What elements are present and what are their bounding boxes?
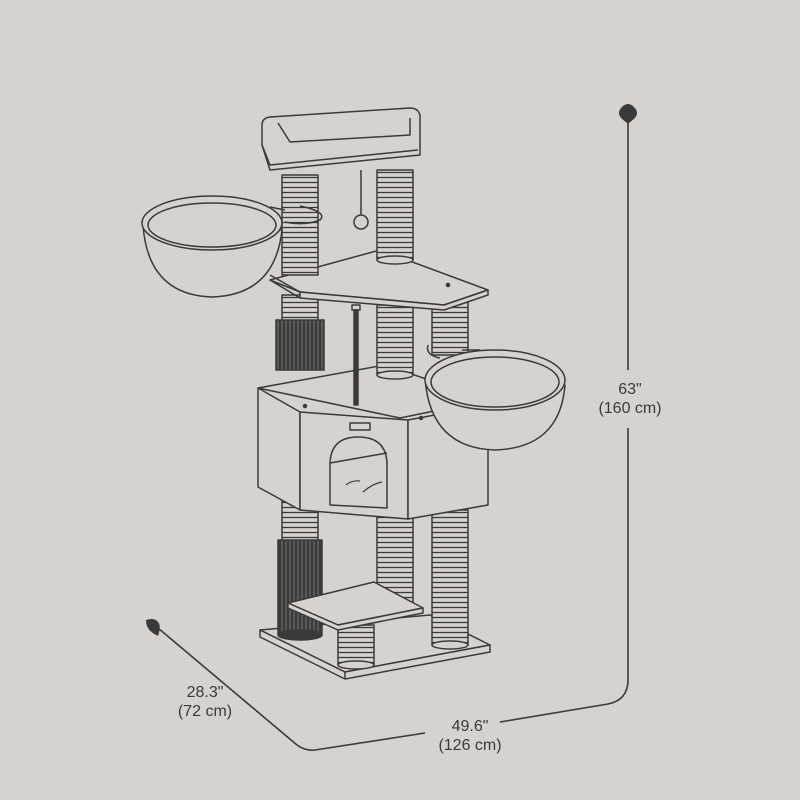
upper-post-right (376, 169, 414, 265)
heart-arrow-icon (619, 104, 637, 124)
heart-arrow-icon (146, 619, 160, 636)
depth-imperial: 28.3" (186, 684, 224, 701)
lower-post-right (431, 509, 469, 650)
condo-doorway (329, 436, 388, 509)
width-dimension-line (296, 732, 426, 751)
width-dimension-label: 49.6" (126 cm) (425, 717, 515, 755)
upper-post-left (281, 174, 319, 276)
step-post (337, 624, 375, 670)
ball-toy (353, 170, 369, 230)
height-dimension-label: 63" (160 cm) (585, 380, 675, 418)
depth-dimension-label: 28.3" (72 cm) (160, 683, 250, 721)
depth-dimension-line (157, 627, 298, 746)
spring-toy (351, 304, 361, 406)
dimension-lines (157, 115, 629, 751)
height-dimension-line (499, 115, 629, 723)
hanging-basket-left (141, 195, 323, 298)
width-metric: (126 cm) (438, 737, 502, 754)
brand-label-icon (349, 422, 371, 431)
middle-post-left (275, 294, 325, 371)
middle-post-center (376, 304, 414, 380)
hanging-basket-right (424, 344, 566, 451)
top-perch (261, 107, 421, 171)
depth-metric: (72 cm) (177, 703, 233, 720)
step-platform (287, 581, 424, 631)
height-metric: (160 cm) (598, 400, 662, 417)
width-imperial: 49.6" (451, 718, 489, 735)
height-imperial: 63" (618, 381, 642, 398)
